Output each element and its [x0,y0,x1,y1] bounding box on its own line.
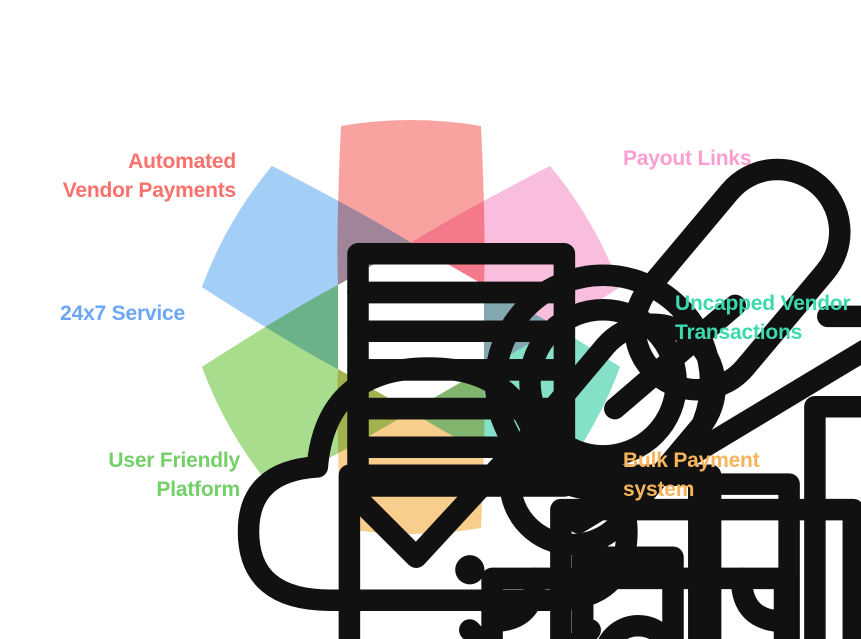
label-bulk-payment-system: Bulk Payment system [623,449,760,501]
label-automated-vendor-payments: Automated Vendor Payments [62,150,236,202]
label-user-friendly-platform: User Friendly Platform [108,449,240,501]
label-uncapped-vendor-transactions: Uncapped Vendor Transactions [675,292,851,344]
petal-shapes [201,120,621,534]
label-payout-links: Payout Links [623,147,752,170]
petal-wheel [196,112,861,639]
label-24x7-service: 24x7 Service [60,302,185,325]
